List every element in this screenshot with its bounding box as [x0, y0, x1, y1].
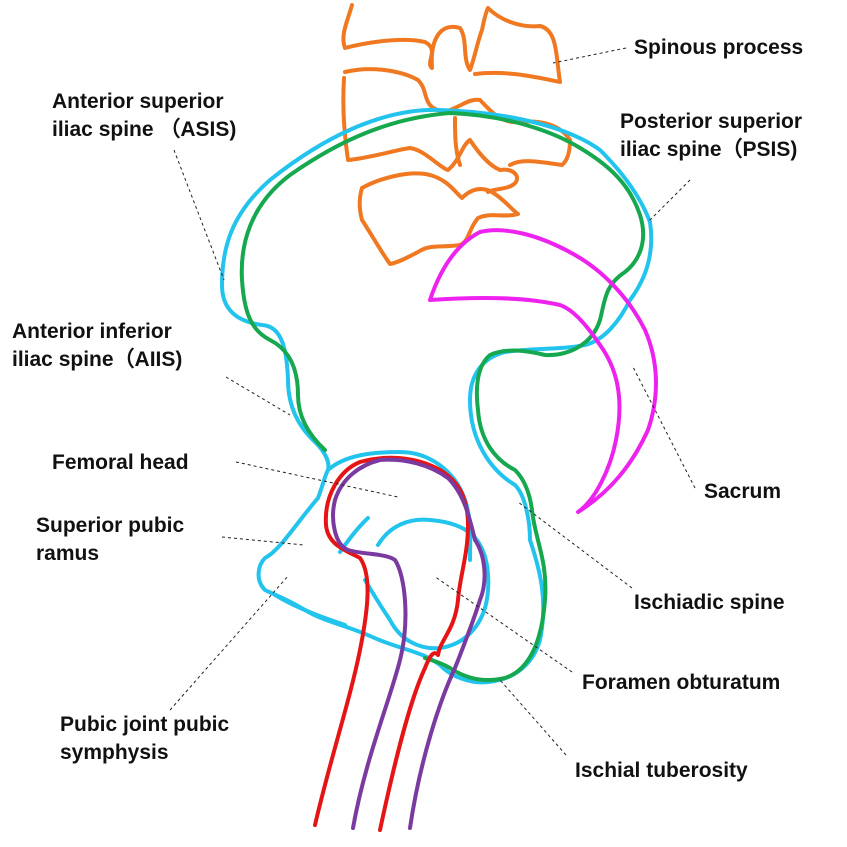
leader-foramen-obturatum — [433, 575, 573, 673]
leader-superior-pubic-ramus — [221, 536, 305, 546]
sacrum-curve — [428, 228, 658, 514]
leader-aiis — [225, 376, 291, 416]
label-pubic-symphysis-line2: symphysis — [60, 741, 169, 764]
label-aiis-line1: Anterior inferior — [12, 320, 172, 343]
pubic-symphysis-line — [273, 593, 347, 627]
label-spinous-process: Spinous process — [634, 36, 804, 59]
label-psis: Posterior superior iliac spine（PSIS) — [620, 108, 802, 164]
label-sacrum: Sacrum — [704, 480, 782, 503]
leader-pubic-symphysis — [169, 575, 289, 711]
label-ischiadic-spine: Ischiadic spine — [634, 591, 785, 614]
label-psis-line2: iliac spine（PSIS) — [620, 138, 798, 161]
label-foramen-obturatum: Foramen obturatum — [582, 671, 781, 694]
spine-vertebrae — [341, 3, 572, 266]
leader-femoral-head — [235, 461, 399, 498]
vertebra-5 — [453, 116, 462, 167]
leader-spinous-process — [552, 47, 627, 64]
leader-psis — [647, 179, 691, 223]
femur-purple-outline — [331, 457, 487, 830]
vertebra-4 — [357, 171, 520, 266]
leader-ischial-tuberosity — [499, 679, 567, 756]
label-pubic-symphysis-line1: Pubic joint pubic — [60, 713, 230, 736]
label-superior-pubic-ramus-line2: ramus — [36, 542, 100, 565]
femur-red-outline — [313, 455, 470, 832]
label-femoral-head: Femoral head — [52, 451, 189, 474]
obturator-foramen-line — [363, 517, 491, 651]
label-pubic-symphysis: Pubic joint pubic symphysis — [60, 711, 229, 767]
label-aiis: Anterior inferior iliac spine（AIIS) — [12, 318, 182, 374]
pelvis-outline-green — [239, 111, 646, 683]
label-aiis-line2: iliac spine（AIIS) — [12, 348, 183, 371]
label-asis: Anterior superior iliac spine （ASIS) — [52, 88, 236, 144]
label-asis-line2: iliac spine （ASIS) — [52, 118, 237, 141]
label-superior-pubic-ramus-line1: Superior pubic — [36, 514, 185, 537]
pelvis-outline-blue — [220, 107, 654, 685]
label-ischial-tuberosity: Ischial tuberosity — [575, 759, 748, 782]
leader-sacrum — [631, 364, 696, 489]
label-asis-line1: Anterior superior — [52, 90, 224, 113]
label-superior-pubic-ramus: Superior pubic ramus — [36, 512, 184, 568]
leader-asis — [173, 149, 225, 281]
leader-ischiadic-spine — [517, 501, 633, 589]
label-psis-line1: Posterior superior — [620, 110, 803, 133]
leader-lines — [169, 47, 696, 756]
vertebra-1 — [341, 3, 562, 84]
